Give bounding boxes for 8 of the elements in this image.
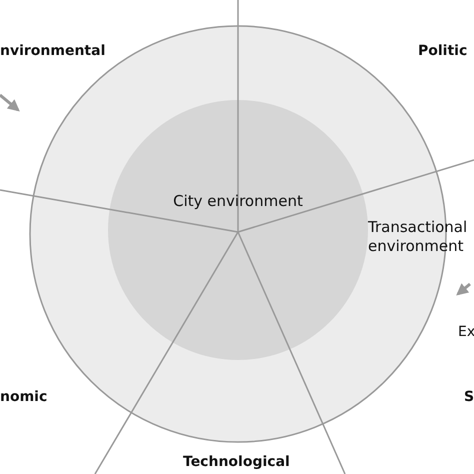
sector-label: Politic bbox=[418, 42, 468, 61]
sector-label: nomic bbox=[0, 388, 48, 407]
sector-label: Technological bbox=[183, 453, 290, 472]
sector-label: nvironmental bbox=[0, 42, 106, 61]
node-label: City environment bbox=[172, 192, 304, 211]
sector-label: S bbox=[464, 388, 474, 407]
inner-circle bbox=[108, 100, 368, 360]
node-label: Transactional environment bbox=[368, 218, 468, 256]
